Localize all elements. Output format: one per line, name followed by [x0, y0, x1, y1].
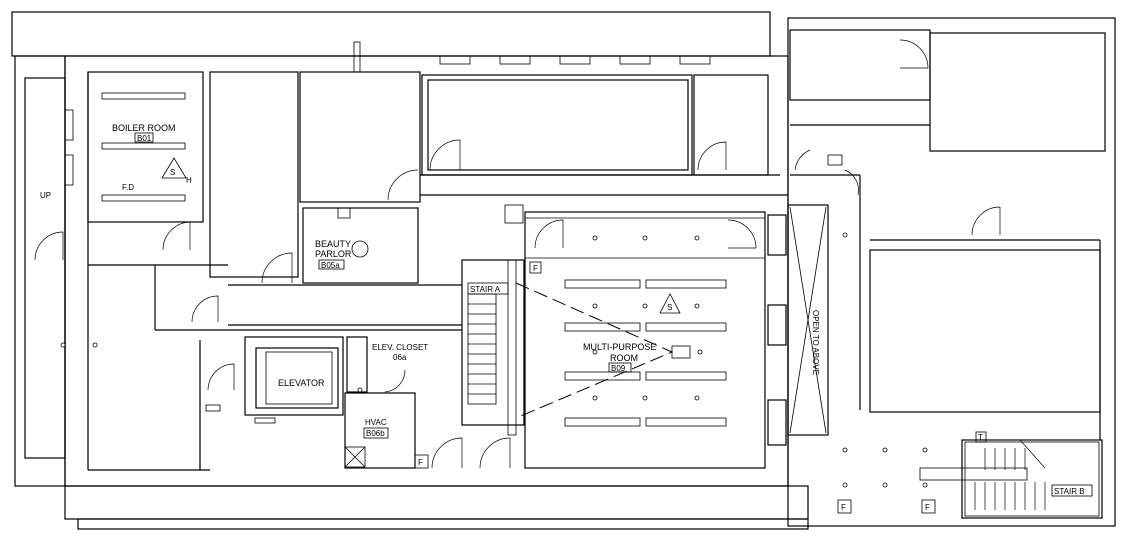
- stair-up-label: UP: [40, 191, 51, 200]
- fire-extinguisher-label-2: F: [418, 458, 423, 467]
- fire-extinguisher-label: F: [533, 264, 538, 273]
- elevator-label: ELEVATOR: [278, 378, 325, 388]
- stair-b-label: STAIR B: [1054, 487, 1085, 496]
- fire-extinguisher-label-3: F: [841, 503, 846, 512]
- beauty-parlor-number: B05a: [321, 261, 340, 270]
- beauty-parlor-label-2: PARLOR: [315, 249, 352, 259]
- stair-a-treads: [468, 303, 496, 395]
- fire-damper-label: F.D: [122, 183, 134, 192]
- beauty-parlor-label-1: BEAUTY: [315, 239, 351, 249]
- sprinkler-symbol: S H: [161, 157, 192, 185]
- multi-purpose-label-1: MULTI-PURPOSE: [583, 342, 656, 352]
- boiler-room-number: B01: [137, 134, 152, 143]
- stair-b-treads: [974, 439, 1046, 510]
- boiler-room-label: BOILER ROOM: [112, 123, 176, 133]
- svg-text:H: H: [186, 176, 192, 185]
- hvac-label: HVAC: [365, 418, 387, 427]
- stair-a-label: STAIR A: [470, 285, 501, 294]
- door-swings: [34, 39, 1001, 469]
- elev-closet-number: 06a: [393, 353, 407, 362]
- building-walls: [11, 11, 1116, 530]
- multi-purpose-number: B09: [611, 364, 626, 373]
- fire-extinguisher-label-4: F: [925, 503, 930, 512]
- hatch-label: T: [978, 433, 983, 442]
- svg-text:S: S: [170, 168, 175, 177]
- svg-text:S: S: [667, 303, 672, 312]
- ceiling-lights: [60, 232, 928, 488]
- sprinkler-symbol-mpr: S: [659, 293, 681, 314]
- elev-closet-label: ELEV. CLOSET: [372, 343, 428, 352]
- multi-purpose-label-2: ROOM: [610, 353, 638, 363]
- hvac-number: B06b: [366, 429, 385, 438]
- open-to-above-label: OPEN TO ABOVE: [811, 310, 820, 375]
